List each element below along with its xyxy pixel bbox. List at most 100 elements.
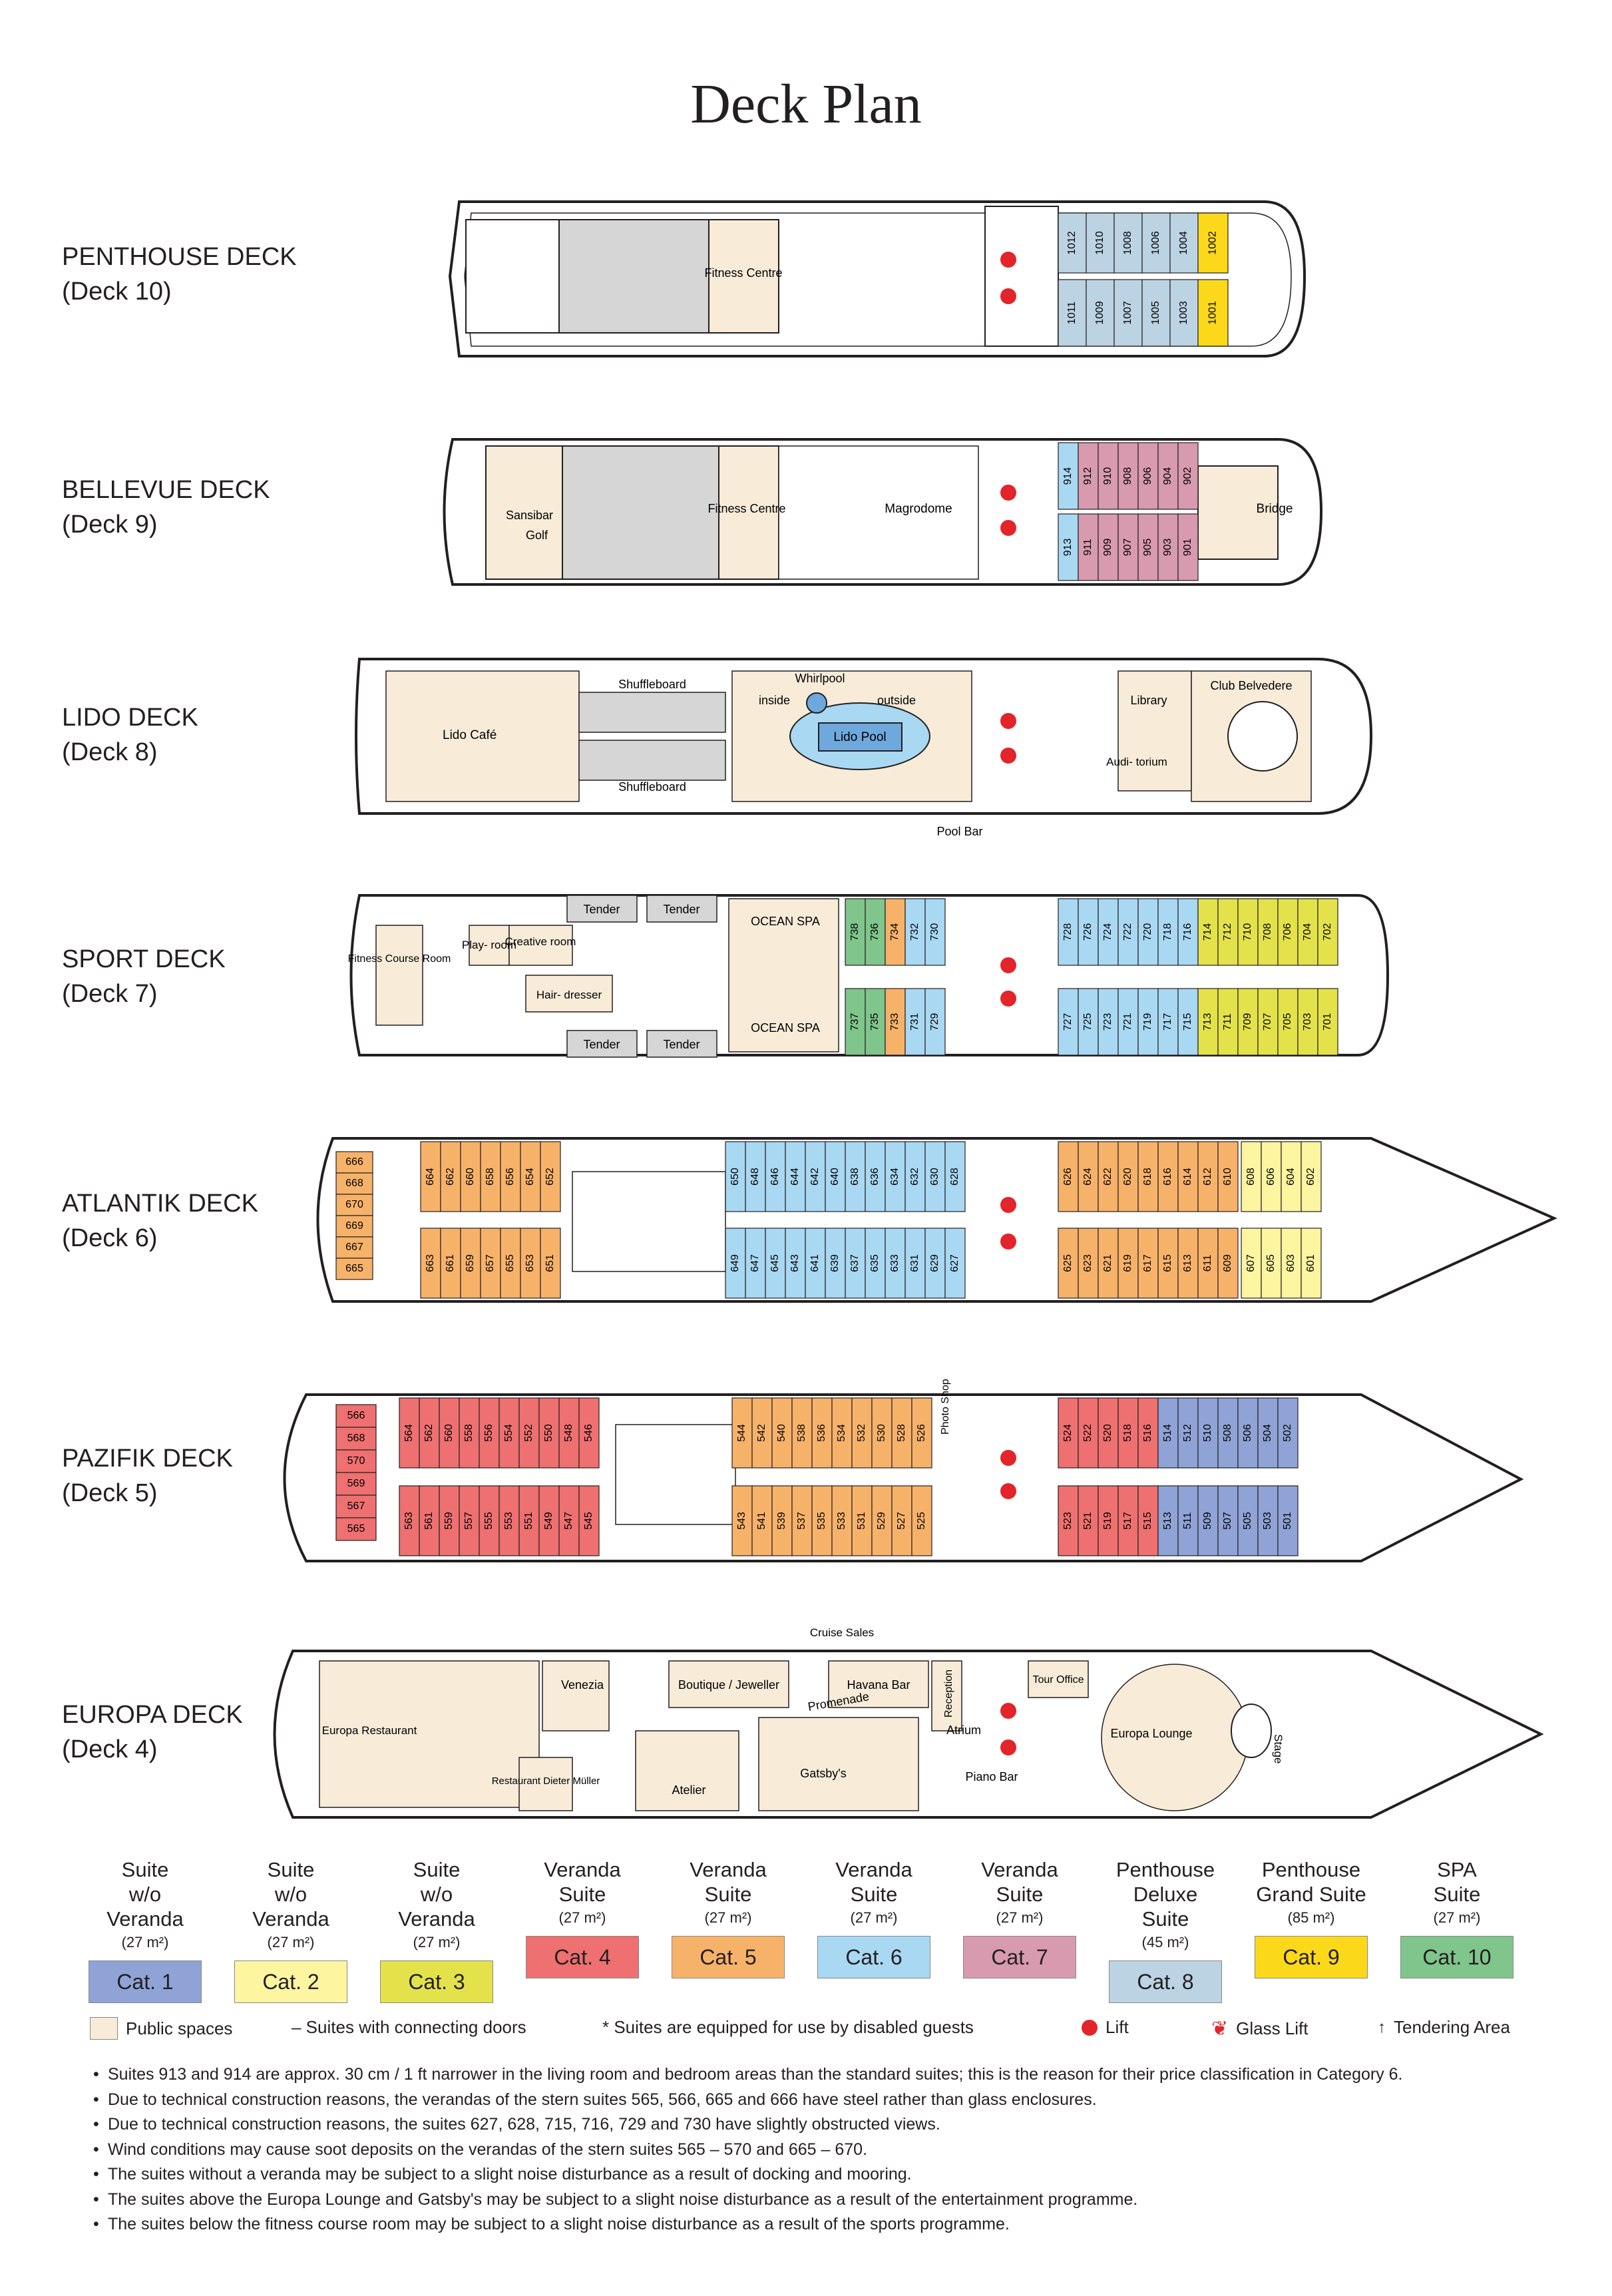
cabin-543[interactable] — [731, 1485, 753, 1556]
cabin-552[interactable] — [518, 1397, 540, 1469]
cabin-908[interactable] — [1117, 442, 1139, 510]
cabin-612[interactable] — [1197, 1141, 1219, 1212]
cabin-547[interactable] — [558, 1485, 580, 1556]
cabin-911[interactable] — [1078, 513, 1099, 581]
cabin-519[interactable] — [1098, 1485, 1119, 1556]
cabin-635[interactable] — [865, 1228, 886, 1299]
cabin-553[interactable] — [499, 1485, 520, 1556]
cabin-537[interactable] — [791, 1485, 813, 1556]
cabin-910[interactable] — [1098, 442, 1119, 510]
cabin-1002[interactable] — [1197, 212, 1229, 274]
cabin-504[interactable] — [1257, 1397, 1279, 1469]
cabin-730[interactable] — [924, 898, 946, 966]
cabin-510[interactable] — [1197, 1397, 1219, 1469]
cabin-626[interactable] — [1058, 1141, 1079, 1212]
cabin-729[interactable] — [924, 988, 946, 1056]
cabin-663[interactable] — [420, 1228, 441, 1299]
cabin-707[interactable] — [1257, 988, 1279, 1056]
cabin-649[interactable] — [725, 1228, 746, 1299]
cabin-518[interactable] — [1117, 1397, 1139, 1469]
cabin-732[interactable] — [905, 898, 926, 966]
cabin-706[interactable] — [1277, 898, 1299, 966]
cabin-632[interactable] — [905, 1141, 926, 1212]
cabin-909[interactable] — [1098, 513, 1119, 581]
cabin-532[interactable] — [851, 1397, 873, 1469]
cabin-904[interactable] — [1157, 442, 1179, 510]
cabin-556[interactable] — [479, 1397, 500, 1469]
cabin-551[interactable] — [518, 1485, 540, 1556]
cabin-643[interactable] — [785, 1228, 806, 1299]
cabin-513[interactable] — [1157, 1485, 1179, 1556]
cabin-705[interactable] — [1277, 988, 1299, 1056]
cabin-727[interactable] — [1058, 988, 1079, 1056]
cabin-542[interactable] — [751, 1397, 773, 1469]
cabin-563[interactable] — [399, 1485, 420, 1556]
cabin-557[interactable] — [459, 1485, 480, 1556]
cabin-616[interactable] — [1157, 1141, 1179, 1212]
cabin-631[interactable] — [905, 1228, 926, 1299]
cabin-661[interactable] — [440, 1228, 461, 1299]
cabin-621[interactable] — [1098, 1228, 1119, 1299]
cabin-718[interactable] — [1157, 898, 1179, 966]
cabin-735[interactable] — [865, 988, 886, 1056]
cabin-514[interactable] — [1157, 1397, 1179, 1469]
cabin-630[interactable] — [924, 1141, 946, 1212]
cabin-535[interactable] — [811, 1485, 833, 1556]
cabin-716[interactable] — [1177, 898, 1199, 966]
cabin-540[interactable] — [771, 1397, 793, 1469]
cabin-544[interactable] — [731, 1397, 753, 1469]
cabin-565[interactable] — [335, 1517, 377, 1541]
cabin-1010[interactable] — [1086, 212, 1115, 274]
cabin-714[interactable] — [1197, 898, 1219, 966]
cabin-555[interactable] — [479, 1485, 500, 1556]
cabin-511[interactable] — [1177, 1485, 1199, 1556]
cabin-615[interactable] — [1157, 1228, 1179, 1299]
cabin-501[interactable] — [1277, 1485, 1299, 1556]
cabin-717[interactable] — [1157, 988, 1179, 1056]
cabin-528[interactable] — [891, 1397, 912, 1469]
cabin-651[interactable] — [540, 1228, 561, 1299]
cabin-710[interactable] — [1237, 898, 1259, 966]
cabin-1011[interactable] — [1058, 279, 1087, 347]
cabin-903[interactable] — [1157, 513, 1179, 581]
cabin-611[interactable] — [1197, 1228, 1219, 1299]
cabin-1004[interactable] — [1169, 212, 1199, 274]
cabin-607[interactable] — [1241, 1228, 1262, 1299]
cabin-1001[interactable] — [1197, 279, 1229, 347]
cabin-670[interactable] — [335, 1194, 373, 1216]
cabin-620[interactable] — [1117, 1141, 1139, 1212]
cabin-548[interactable] — [558, 1397, 580, 1469]
cabin-536[interactable] — [811, 1397, 833, 1469]
cabin-567[interactable] — [335, 1494, 377, 1518]
cabin-712[interactable] — [1217, 898, 1239, 966]
cabin-545[interactable] — [578, 1485, 600, 1556]
cabin-906[interactable] — [1137, 442, 1159, 510]
cabin-659[interactable] — [460, 1228, 481, 1299]
cabin-731[interactable] — [905, 988, 926, 1056]
cabin-569[interactable] — [335, 1472, 377, 1496]
cabin-617[interactable] — [1137, 1228, 1159, 1299]
cabin-1005[interactable] — [1141, 279, 1171, 347]
cabin-601[interactable] — [1301, 1228, 1322, 1299]
cabin-613[interactable] — [1177, 1228, 1199, 1299]
cabin-907[interactable] — [1117, 513, 1139, 581]
cabin-558[interactable] — [459, 1397, 480, 1469]
cabin-725[interactable] — [1078, 988, 1099, 1056]
cabin-529[interactable] — [871, 1485, 893, 1556]
cabin-512[interactable] — [1177, 1397, 1199, 1469]
cabin-525[interactable] — [911, 1485, 932, 1556]
cabin-709[interactable] — [1237, 988, 1259, 1056]
cabin-524[interactable] — [1058, 1397, 1079, 1469]
cabin-1006[interactable] — [1141, 212, 1171, 274]
cabin-650[interactable] — [725, 1141, 746, 1212]
cabin-517[interactable] — [1117, 1485, 1139, 1556]
cabin-647[interactable] — [745, 1228, 766, 1299]
cabin-550[interactable] — [538, 1397, 560, 1469]
cabin-724[interactable] — [1098, 898, 1119, 966]
cabin-538[interactable] — [791, 1397, 813, 1469]
cabin-642[interactable] — [805, 1141, 826, 1212]
cabin-1008[interactable] — [1113, 212, 1143, 274]
cabin-509[interactable] — [1197, 1485, 1219, 1556]
cabin-515[interactable] — [1137, 1485, 1159, 1556]
cabin-702[interactable] — [1317, 898, 1338, 966]
